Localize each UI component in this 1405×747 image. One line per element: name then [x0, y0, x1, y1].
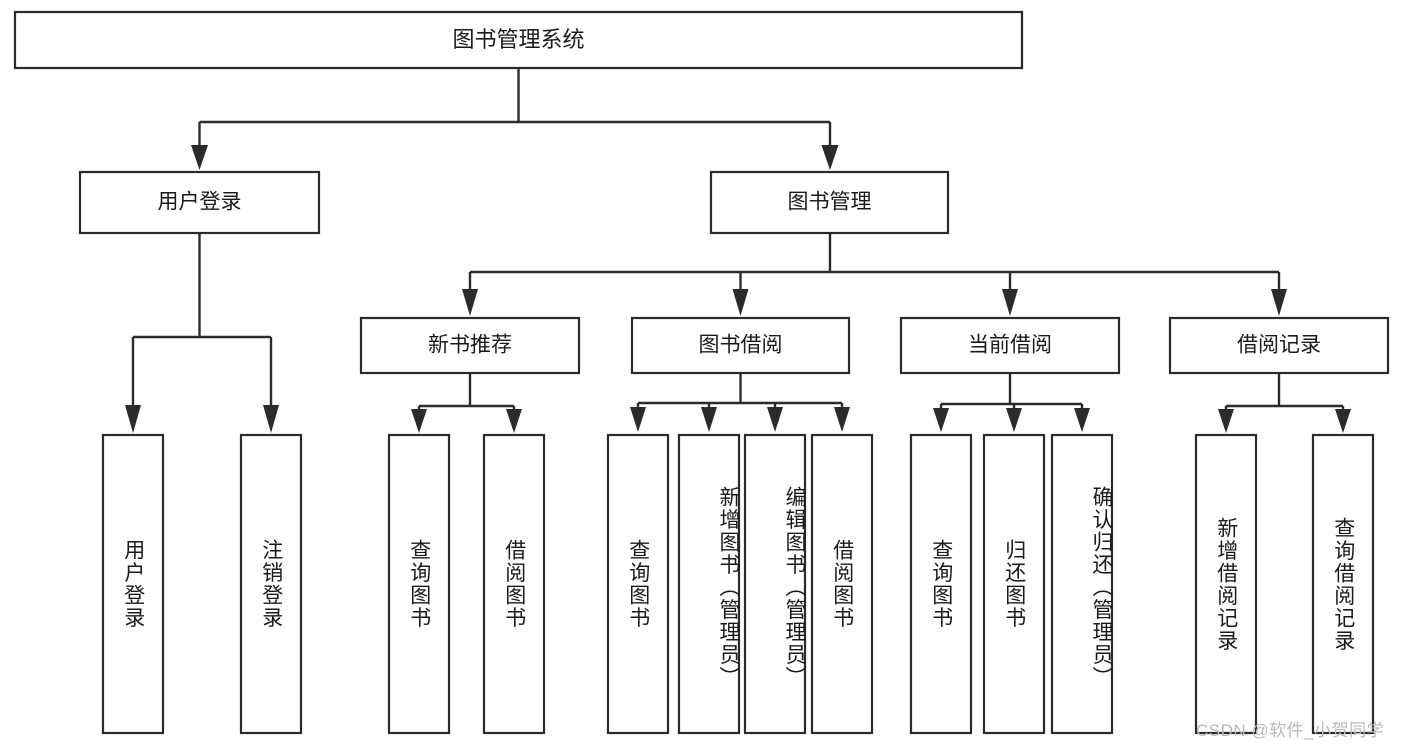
connector-group-userlogin: [125, 233, 279, 433]
arrowhead-newbookrec-leaf-1: [411, 409, 427, 433]
arrowhead-bookmanage-borrowrecord: [1271, 289, 1287, 316]
arrowhead-bookmanage-currentborrow: [1002, 289, 1018, 316]
arrowhead-root-to-userlogin: [191, 145, 208, 170]
arrowhead-bookborrow-leaf-2: [701, 407, 717, 432]
node-borrow-record[interactable]: 借阅记录: [1168, 316, 1390, 375]
node-user-login[interactable]: 用户登录: [78, 170, 321, 235]
arrowhead-currentborrow-leaf-2: [1006, 408, 1022, 432]
arrowhead-borrowrecord-leaf-2: [1335, 409, 1351, 433]
node-new-book-rec[interactable]: 新书推荐: [359, 316, 581, 375]
arrowhead-bookborrow-leaf-4: [834, 407, 850, 432]
arrowhead-bookborrow-leaf-3: [767, 407, 783, 432]
node-new-book-rec-box[interactable]: [359, 316, 581, 375]
leaf-box-query-book-3[interactable]: [909, 433, 973, 735]
node-new-book-rec-label: 新书推荐: [428, 334, 512, 357]
node-book-manage-label: 图书管理: [788, 191, 872, 214]
connector-group-borrowrecord: [1218, 373, 1351, 433]
connector-group-root: [191, 68, 839, 170]
leaf-box-query-book-1[interactable]: [387, 433, 451, 735]
connector-group-bookmanage: [462, 233, 1287, 316]
arrowhead-currentborrow-leaf-3: [1074, 408, 1090, 432]
node-user-login-label: 用户登录: [158, 191, 242, 214]
node-root[interactable]: 图书管理系统: [13, 10, 1024, 70]
arrowhead-bookmanage-bookborrow: [732, 289, 749, 316]
leaf-box-user-login[interactable]: [101, 433, 165, 735]
connector-group-currentborrow: [933, 373, 1090, 432]
arrowhead-userlogin-leaf-1: [125, 405, 141, 433]
leaf-box-add-book[interactable]: [677, 433, 741, 735]
arrowhead-root-to-bookmanage: [821, 145, 839, 170]
node-current-borrow-label: 当前借阅: [968, 334, 1052, 357]
node-book-borrow[interactable]: 图书借阅: [630, 316, 851, 375]
connector-group-bookborrow: [630, 373, 850, 432]
leaf-box-user-logout[interactable]: [239, 433, 303, 735]
leaf-box-query-book-2[interactable]: [606, 433, 670, 735]
node-current-borrow[interactable]: 当前借阅: [899, 316, 1121, 375]
arrowhead-borrowrecord-leaf-1: [1218, 409, 1234, 433]
arrowhead-newbookrec-leaf-2: [506, 409, 522, 433]
leaf-box-edit-book[interactable]: [743, 433, 807, 735]
watermark-text: CSDN @软件_小贺同学: [1196, 721, 1385, 740]
leaf-box-borrow-book-1[interactable]: [482, 433, 546, 735]
node-user-login-box[interactable]: [78, 170, 321, 235]
node-borrow-record-label: 借阅记录: [1237, 334, 1321, 357]
leaf-box-query-record[interactable]: [1311, 433, 1375, 735]
node-book-manage[interactable]: 图书管理: [709, 170, 950, 235]
arrowhead-bookmanage-newbook: [462, 289, 478, 316]
node-borrow-record-box[interactable]: [1168, 316, 1390, 375]
node-book-manage-box[interactable]: [709, 170, 950, 235]
arrowhead-bookborrow-leaf-1: [630, 407, 646, 432]
node-book-borrow-box[interactable]: [630, 316, 851, 375]
leaf-box-return-book[interactable]: [982, 433, 1046, 735]
node-root-box[interactable]: [13, 10, 1024, 70]
arrowhead-userlogin-leaf-2: [263, 405, 279, 433]
arrowhead-currentborrow-leaf-1: [933, 408, 949, 432]
node-current-borrow-box[interactable]: [899, 316, 1121, 375]
leaf-box-confirm-return[interactable]: [1050, 433, 1114, 735]
leaf-box-add-record[interactable]: [1194, 433, 1258, 735]
connector-group-newbookrec: [411, 373, 522, 433]
leaf-box-group: [101, 433, 1375, 735]
leaf-box-borrow-book-2[interactable]: [810, 433, 874, 735]
node-root-label: 图书管理系统: [452, 27, 584, 52]
node-book-borrow-label: 图书借阅: [699, 334, 783, 357]
